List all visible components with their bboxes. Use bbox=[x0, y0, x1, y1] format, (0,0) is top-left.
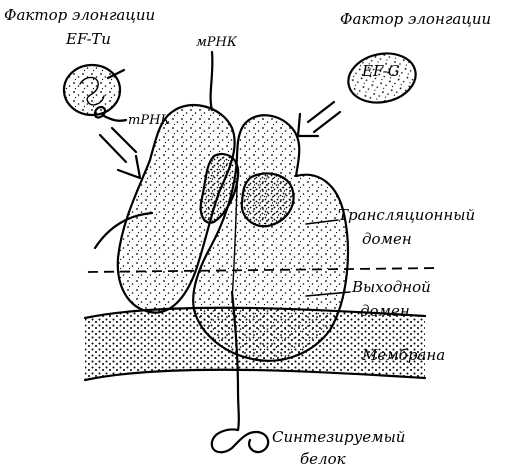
nascent-protein-label-2: белок bbox=[300, 450, 346, 467]
trna-strand bbox=[104, 116, 126, 121]
mrna-label: мРНК bbox=[196, 35, 238, 50]
exit-domain-label-1: Выходной bbox=[351, 278, 431, 296]
translation-domain-label-1: Трансляционный bbox=[338, 206, 475, 224]
ef-g-name-label: EF-G bbox=[361, 62, 400, 80]
ef-tu-name-label: EF-Tu bbox=[65, 30, 111, 48]
exit-domain-label-2: домен bbox=[360, 302, 410, 320]
mrna-strand bbox=[211, 52, 213, 110]
ef-tu-title-label: Фактор элонгации bbox=[4, 6, 155, 24]
ef-g-title-label: Фактор элонгации bbox=[340, 10, 491, 28]
translation-domain-label-2: домен bbox=[362, 230, 412, 248]
arrow-ef-tu bbox=[100, 128, 140, 178]
nascent-protein-label-1: Синтезируемый bbox=[272, 428, 405, 446]
trna-label: тРНК bbox=[128, 113, 171, 128]
arrow-ef-g bbox=[298, 102, 340, 136]
ef-tu-factor bbox=[64, 65, 124, 117]
membrane-label: Мембрана bbox=[361, 346, 445, 364]
